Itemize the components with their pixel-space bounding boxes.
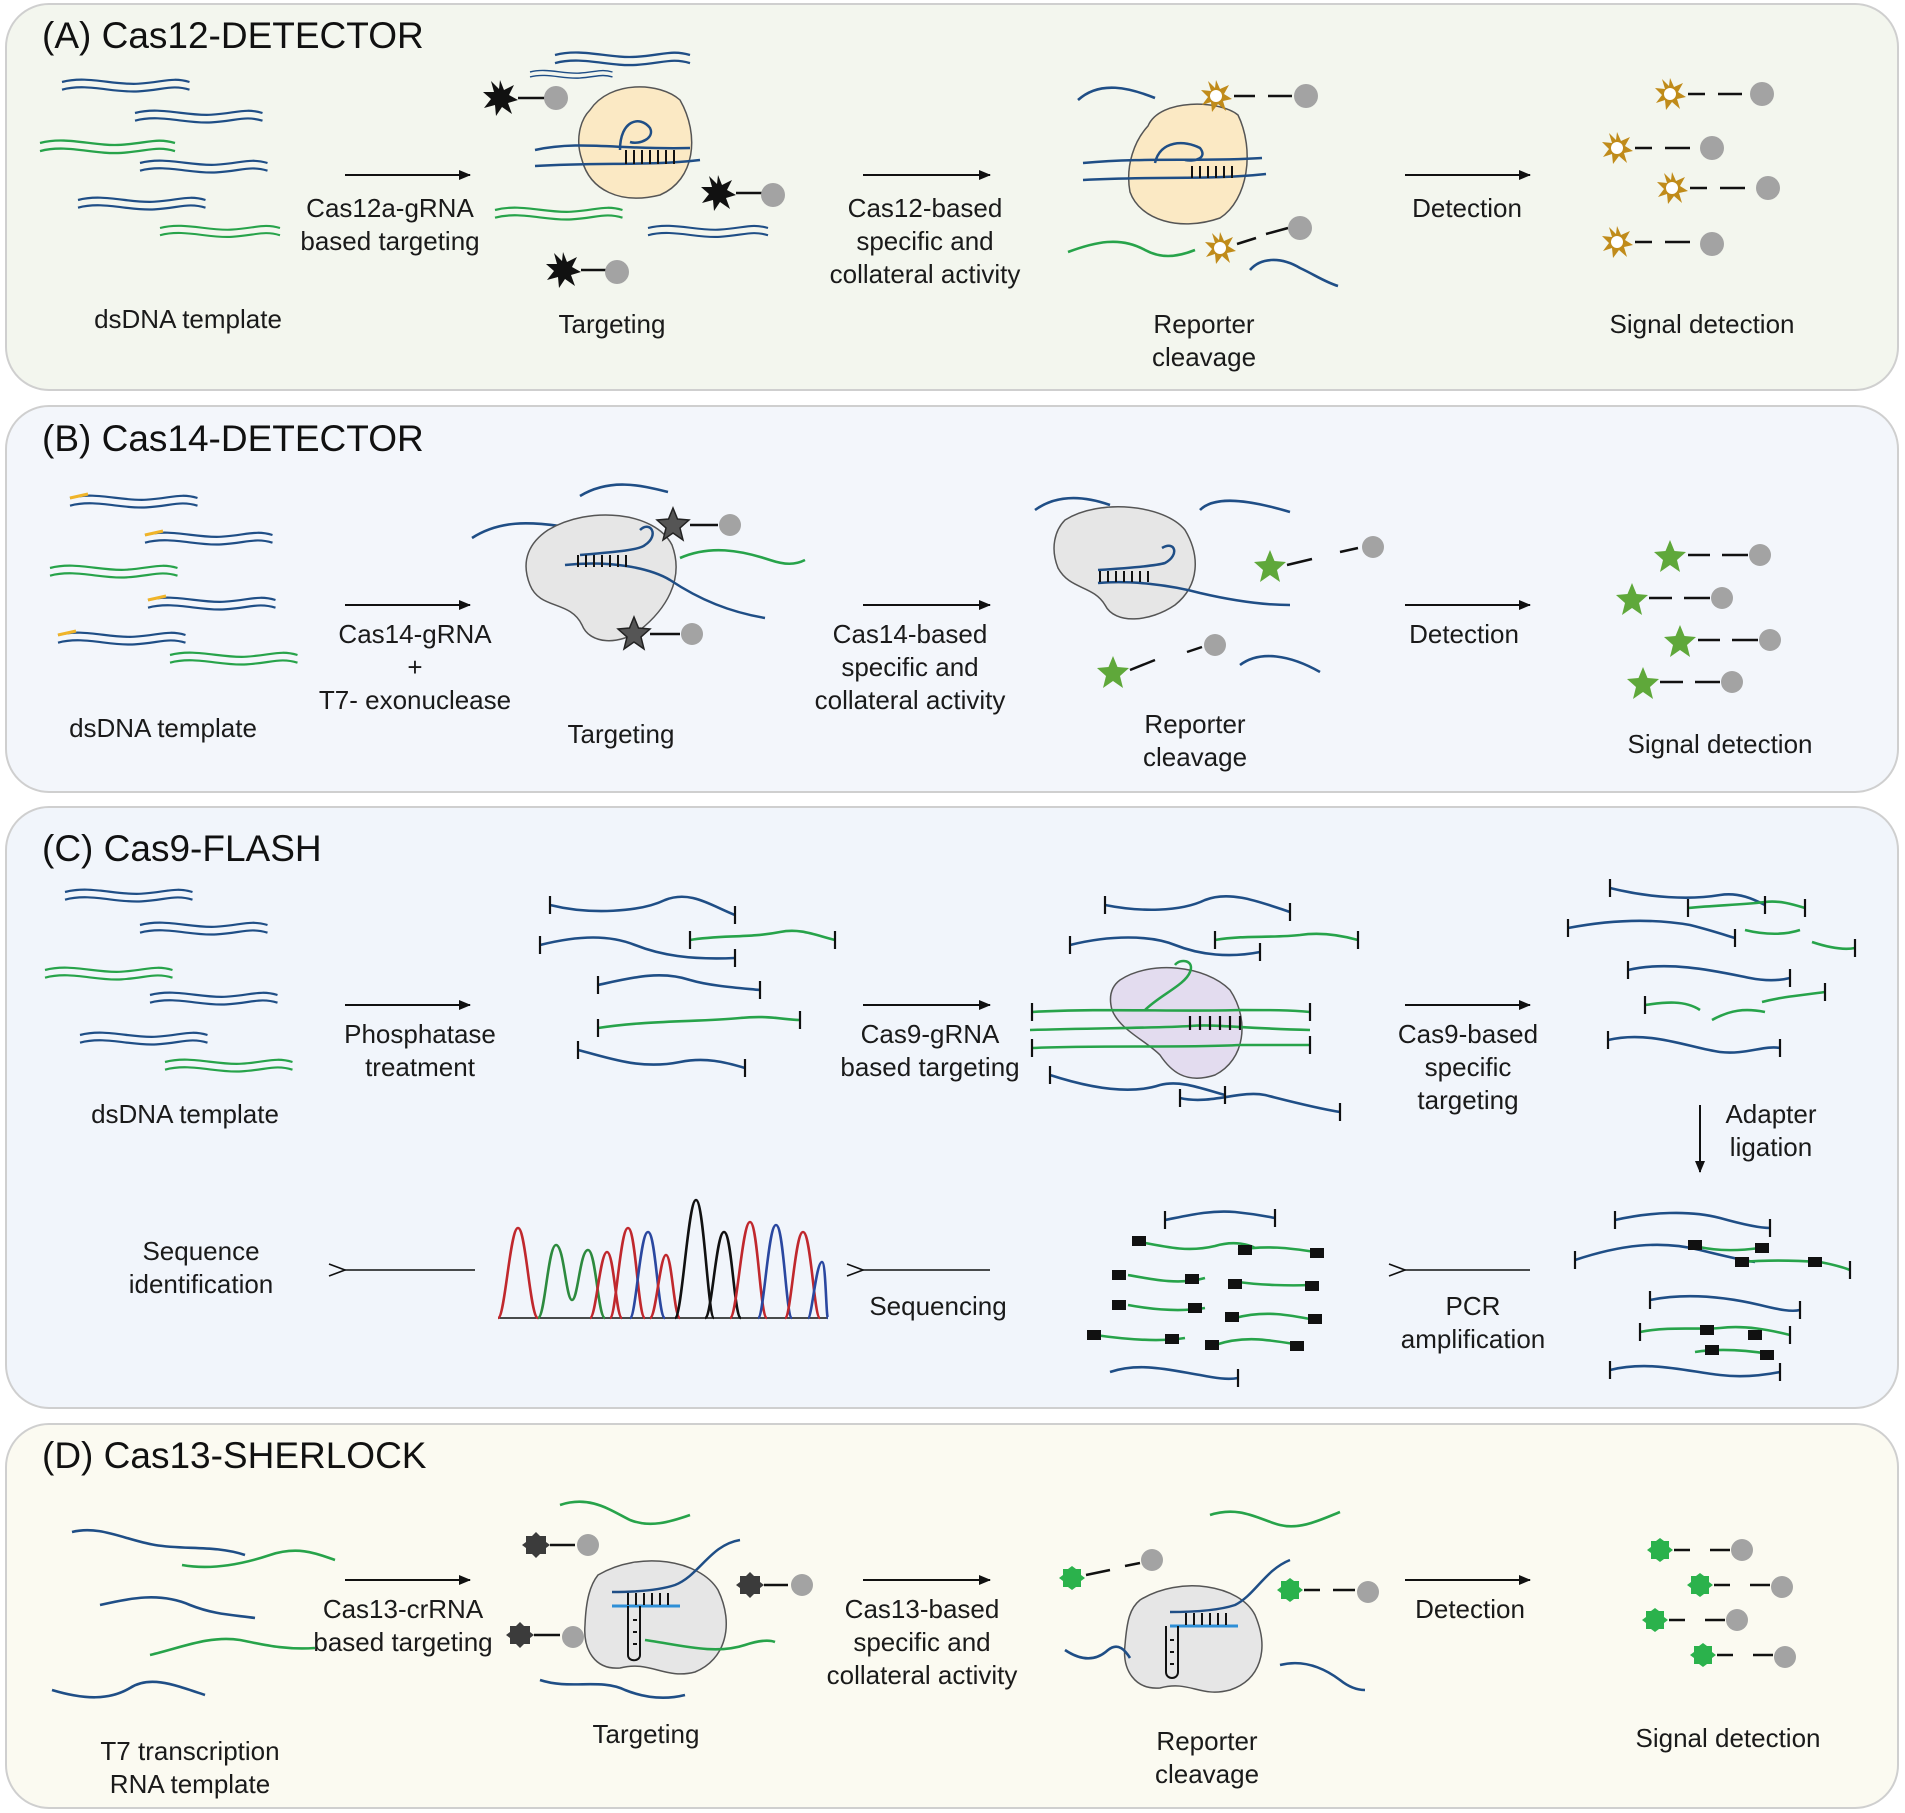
d-arrow3-label: Detection bbox=[1415, 1594, 1525, 1624]
panel-c-title: (C) Cas9-FLASH bbox=[42, 828, 322, 869]
b-arrow3-label: Detection bbox=[1409, 619, 1519, 649]
panel-c bbox=[5, 806, 1899, 1409]
panel-b bbox=[5, 405, 1899, 793]
panel-d bbox=[5, 1423, 1899, 1809]
panel-b-artwork bbox=[48, 483, 1781, 699]
panel-a bbox=[5, 3, 1899, 391]
panel-a-title: (A) Cas12-DETECTOR bbox=[42, 15, 424, 56]
b-arrow1-label: Cas14-gRNA+T7- exonuclease bbox=[318, 619, 512, 715]
b-template-label: dsDNA template bbox=[69, 713, 257, 743]
panel-d-title: (D) Cas13-SHERLOCK bbox=[42, 1435, 427, 1476]
a-targeting-label: Targeting bbox=[558, 309, 666, 339]
d-targeting-label: Targeting bbox=[592, 1719, 700, 1749]
a-arrow3-label: Detection bbox=[1412, 193, 1522, 223]
chromatogram-icon bbox=[496, 1198, 830, 1320]
b-signal-label: Signal detection bbox=[1627, 729, 1813, 759]
panel-d-artwork bbox=[51, 1500, 1796, 1700]
c-arrow6-label: Sequencing bbox=[869, 1291, 1007, 1321]
c-template-label: dsDNA template bbox=[91, 1099, 279, 1129]
a-signal-label: Signal detection bbox=[1609, 309, 1795, 339]
d-signal-label: Signal detection bbox=[1635, 1723, 1821, 1753]
b-targeting-label: Targeting bbox=[567, 719, 675, 749]
panel-b-title: (B) Cas14-DETECTOR bbox=[42, 418, 424, 459]
a-template-label: dsDNA template bbox=[94, 304, 282, 334]
panel-c-artwork bbox=[43, 879, 1857, 1387]
panel-a-artwork bbox=[38, 51, 1780, 288]
